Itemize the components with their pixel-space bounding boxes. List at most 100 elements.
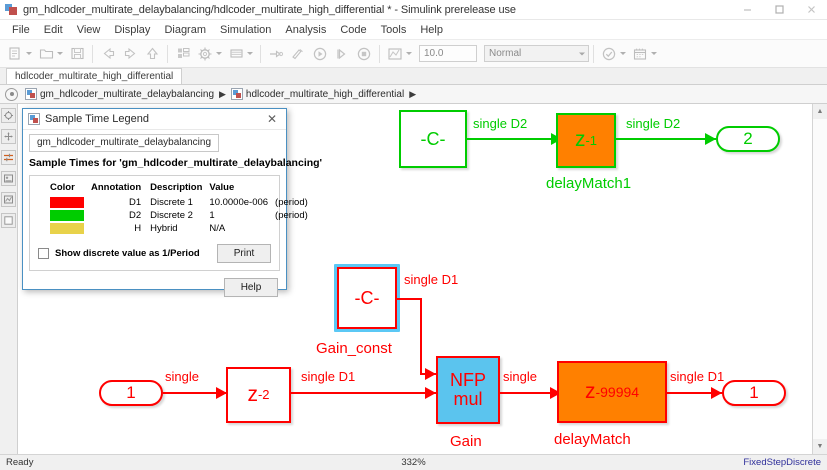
signal-wire-upper-2[interactable]: [616, 138, 716, 140]
simulation-mode-select[interactable]: Normal: [484, 45, 589, 62]
model-explorer-caret-icon[interactable]: [245, 45, 254, 63]
dialog-tab-model[interactable]: gm_hdlcoder_multirate_delaybalancing: [29, 134, 219, 152]
new-model-button[interactable]: [4, 43, 35, 65]
toolbar: 10.0 Normal: [0, 40, 827, 68]
menu-item-display[interactable]: Display: [114, 23, 151, 36]
stop-button[interactable]: [353, 43, 375, 65]
delay-block-z2[interactable]: z-2: [226, 367, 291, 423]
constant-block-upper[interactable]: -C-: [399, 110, 467, 168]
signal-wire-lower-2[interactable]: [291, 392, 436, 394]
palette-item-configuration[interactable]: [1, 108, 16, 123]
menu-item-simulation[interactable]: Simulation: [220, 23, 272, 36]
scope-icon: [386, 45, 404, 63]
palette-item-signal-highlight[interactable]: [1, 150, 16, 165]
scroll-down-icon[interactable]: ▼: [816, 443, 824, 450]
palette-item-data-inspector[interactable]: [1, 192, 16, 207]
status-ready: Ready: [6, 457, 34, 468]
title-bar: gm_hdlcoder_multirate_delaybalancing/hdl…: [0, 0, 827, 20]
open-model-button[interactable]: [35, 43, 66, 65]
sample-time-legend-window-icon: [28, 113, 40, 125]
breadcrumb-item-root[interactable]: gm_hdlcoder_multirate_delaybalancing: [25, 88, 214, 100]
minimize-button[interactable]: [731, 0, 763, 20]
signal-wire-lower-1[interactable]: [163, 392, 230, 394]
sample-time-legend-button[interactable]: [629, 43, 660, 65]
swatch-cell: [50, 209, 91, 222]
navigate-back-button[interactable]: [97, 43, 119, 65]
menu-item-view[interactable]: View: [76, 23, 101, 36]
sample-time-legend-dialog[interactable]: Sample Time Legend ✕ gm_hdlcoder_multira…: [22, 108, 322, 297]
show-discrete-as-inverse-period-label: Show discrete value as 1/Period: [55, 248, 200, 259]
delay-block-delaymatch[interactable]: z-99994: [557, 361, 667, 423]
menu-item-code[interactable]: Code: [340, 23, 367, 36]
gain-block-line1: NFP: [450, 370, 486, 391]
outport-2-label: 2: [743, 129, 753, 148]
model-advisor-check-icon: [600, 45, 618, 63]
new-model-caret-icon[interactable]: [24, 45, 33, 63]
inport-1[interactable]: 1: [99, 380, 163, 406]
sample-time-legend-caret-icon[interactable]: [649, 45, 658, 63]
breadcrumb-back-button[interactable]: [5, 87, 18, 101]
library-browser-button[interactable]: [172, 43, 194, 65]
signal-wire-upper-1[interactable]: [467, 138, 563, 140]
update-model-button[interactable]: [265, 43, 287, 65]
scope-button[interactable]: [384, 43, 415, 65]
menu-item-diagram[interactable]: Diagram: [164, 23, 207, 36]
show-discrete-as-inverse-period-checkbox[interactable]: [38, 248, 49, 259]
table-row: H Hybrid N/A: [50, 222, 315, 235]
breadcrumb-label-root: gm_hdlcoder_multirate_delaybalancing: [40, 88, 214, 100]
sample-times-panel: Color Annotation Description Value: [29, 175, 308, 271]
open-model-caret-icon[interactable]: [55, 45, 64, 63]
help-button[interactable]: Help: [224, 278, 278, 297]
model-advisor-caret-icon[interactable]: [618, 45, 627, 63]
dialog-close-icon[interactable]: ✕: [266, 112, 278, 126]
signal-wire-lower-4[interactable]: [667, 392, 723, 394]
dialog-body: gm_hdlcoder_multirate_delaybalancing Sam…: [23, 130, 322, 271]
up-arrow-icon: [143, 45, 161, 63]
constant-block-gain-const-label: -C-: [354, 287, 380, 308]
menu-item-help[interactable]: Help: [420, 23, 443, 36]
step-forward-button[interactable]: [331, 43, 353, 65]
model-canvas[interactable]: -C- single D2 z-1 delayMatch1 single D2 …: [18, 104, 812, 454]
run-button[interactable]: [309, 43, 331, 65]
signal-wire-lower-3[interactable]: [500, 392, 563, 394]
menu-item-analysis[interactable]: Analysis: [285, 23, 327, 36]
scroll-track[interactable]: [813, 119, 827, 439]
library-browser-icon: [174, 45, 192, 63]
palette-item-model-browser[interactable]: [1, 171, 16, 186]
menu-item-tools[interactable]: Tools: [380, 23, 407, 36]
swatch-cell: [50, 222, 91, 235]
save-button[interactable]: [66, 43, 88, 65]
dialog-tab-row: gm_hdlcoder_multirate_delaybalancing: [29, 134, 280, 152]
scope-caret-icon[interactable]: [404, 45, 413, 63]
navigate-up-button[interactable]: [141, 43, 163, 65]
breadcrumb-item-subsystem[interactable]: hdlcoder_multirate_high_differential: [230, 88, 404, 100]
canvas-vertical-scrollbar[interactable]: ▲ ▼: [812, 104, 827, 454]
model-advisor-button[interactable]: [598, 43, 629, 65]
step-forward-icon: [333, 45, 351, 63]
navigate-forward-button[interactable]: [119, 43, 141, 65]
signal-wire-gain-const-h1[interactable]: [397, 298, 421, 300]
constant-block-gain-const[interactable]: -C-: [337, 267, 397, 329]
model-explorer-button[interactable]: [225, 43, 256, 65]
print-button[interactable]: Print: [217, 244, 271, 263]
palette-item-blank-panel[interactable]: [1, 213, 16, 228]
model-configuration-caret-icon[interactable]: [214, 45, 223, 63]
fast-restart-button[interactable]: [287, 43, 309, 65]
gain-block-nfp-mul[interactable]: NFP mul: [436, 356, 500, 424]
tab-hdlcoder-multirate-high-differential[interactable]: hdlcoder_multirate_high_differential: [6, 68, 183, 84]
menu-item-file[interactable]: File: [12, 23, 30, 36]
update-model-icon: [267, 45, 285, 63]
signal-label-lower-4: single D1: [670, 369, 725, 384]
scroll-up-icon[interactable]: ▲: [816, 108, 824, 115]
value-d2: 1: [209, 210, 215, 221]
maximize-button[interactable]: [763, 0, 795, 20]
outport-2[interactable]: 2: [716, 126, 780, 152]
model-configuration-button[interactable]: [194, 43, 225, 65]
signal-wire-gain-const-v[interactable]: [420, 298, 422, 374]
close-icon[interactable]: [795, 0, 827, 20]
stop-time-input[interactable]: 10.0: [419, 45, 477, 62]
menu-item-edit[interactable]: Edit: [43, 23, 63, 36]
delay-block-delaymatch1[interactable]: z-1: [556, 113, 616, 168]
outport-1[interactable]: 1: [722, 380, 786, 406]
palette-item-fit-to-view[interactable]: [1, 129, 16, 144]
